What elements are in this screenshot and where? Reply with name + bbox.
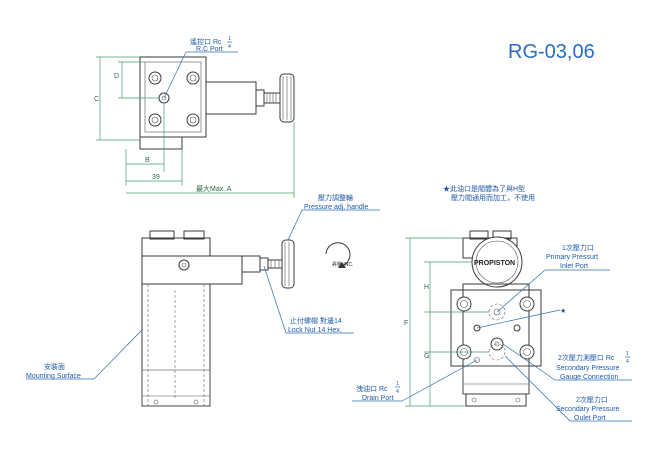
pilot-port-cn: 遙控口 Rc [190,37,222,46]
top-threaded-stem [263,92,281,104]
dim-g-label: G [424,353,429,360]
dim-d-label: D [114,73,119,80]
top-bolt-2 [186,71,200,85]
gauge-label-en2: Gauge Connection [560,374,618,381]
star-marker: ★ [560,307,566,315]
front-lock-nut [259,257,269,271]
top-handle-knob [279,73,295,123]
secondary-label-en1: Secondary Pressure [556,406,620,413]
drain-port [474,357,480,363]
dim-f-label: F [404,320,408,327]
model-title: RG-03,06 [508,41,595,63]
side-body [462,283,530,395]
top-body-inner [144,61,202,133]
top-bolt-4 [186,113,200,127]
side-bolt-4 [519,344,535,360]
rotation-label: 昇壓 INC. [332,262,353,268]
side-bolt-1 [456,296,472,312]
front-lower-body [141,283,211,407]
front-port [178,259,190,271]
rotation-arrow-icon [325,242,351,267]
secondary-label-cn: 2次壓力口 [576,395,608,404]
drain-frac-num: 1 [396,381,399,387]
pilot-port-frac-den: 4 [228,44,231,50]
secondary-label-en2: Oulet Port [574,415,606,422]
gauge-frac-num: 1 [626,351,629,357]
handle-label-en: Pressure adj. handle [304,204,368,211]
mount-label-en: Mounting Surface [26,373,81,380]
drain-frac-den: 4 [396,389,399,395]
star-note-line2: 壓力閥通用而加工，不使用 [451,193,535,202]
locknut-label-cn: 止付螺帽 對邊14 [290,316,342,325]
handle-label-cn: 壓力調整輪 [318,193,353,202]
locknut-label-en: Lock Nut 14 Hex. [288,327,342,334]
star-port [473,324,481,332]
mount-label-cn: 安裝面 [44,362,65,371]
dim-39-label: 39 [152,174,160,181]
dim-a-label: 最大Max. A [196,184,232,193]
front-adjuster-body [141,255,243,285]
top-adjuster-housing [205,81,257,115]
pilot-port-en: R.C Port [196,46,223,53]
primary-label-en2: Inlet Port [560,263,588,270]
pilot-port-frac-num: 1 [228,36,231,42]
gauge-label-cn: 2次壓力測壓口 Rc [558,353,615,362]
dim-h-label: H [424,284,429,291]
drain-label-en: Drain Port [362,395,394,402]
top-view: C D B 39 最大Max. A 遙控口 Rc 1 4 R.C Port [94,36,295,198]
gauge-frac-den: 4 [626,359,629,365]
side-bolt-2 [519,296,535,312]
primary-label-en1: Primary Pressurt [546,254,598,261]
front-view: 昇壓 INC. 壓力調整輪 Pressure adj. handle 止付螺帽 … [26,193,380,407]
side-view: PROPISTON F H [352,230,632,422]
dim-b-label: B [145,157,150,164]
brand-label: PROPISTON [474,260,515,267]
dim-c-label: C [94,96,99,103]
gauge-label-en1: Secondary Pressure [556,365,620,372]
top-bolt-1 [148,71,162,85]
front-handle-knob [281,239,295,289]
primary-label-cn: 1次壓力口 [562,243,594,252]
primary-port [488,303,506,321]
top-bolt-3 [148,113,162,127]
drain-label-cn: 洩油口 Rc [356,384,388,393]
star-note-line1: ★此油口是閥體為了與H型 [443,184,525,193]
secondary-port [488,343,506,361]
